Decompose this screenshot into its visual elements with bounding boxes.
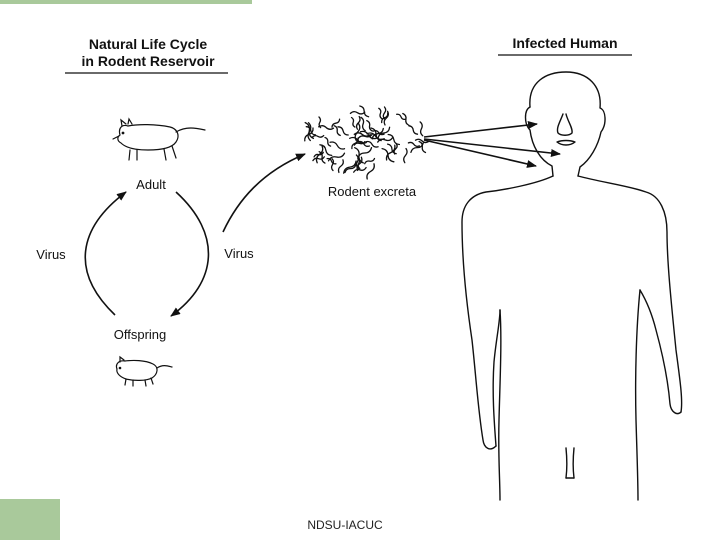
- excreta-particle: [312, 136, 323, 138]
- arrow-excreta-to-face: [424, 139, 560, 154]
- label-adult: Adult: [136, 177, 166, 192]
- excreta-particle: [360, 106, 369, 117]
- excreta-particle: [404, 149, 407, 163]
- adult-rat-icon: [113, 119, 205, 160]
- label-virus-right: Virus: [224, 246, 254, 261]
- arrow-offspring-to-adult: [85, 192, 126, 315]
- excreta-particles-icon: [305, 106, 429, 179]
- excreta-particle: [367, 164, 374, 179]
- human-figure-icon: [462, 72, 682, 500]
- excreta-particle: [420, 122, 423, 136]
- footer-label: NDSU-IACUC: [0, 518, 690, 532]
- right-heading: Infected Human: [512, 35, 617, 51]
- excreta-particle: [397, 114, 406, 119]
- excreta-particle: [379, 108, 382, 118]
- arrow-adult-to-offspring: [171, 192, 208, 316]
- excreta-particle: [338, 160, 343, 173]
- arrow-excreta-to-mouth: [424, 140, 536, 166]
- excreta-particle: [365, 159, 375, 164]
- label-offspring: Offspring: [114, 327, 167, 342]
- left-heading-line2: in Rodent Reservoir: [81, 53, 215, 69]
- young-rat-icon: [116, 357, 172, 386]
- excreta-particle: [408, 142, 419, 146]
- excreta-particle: [361, 117, 365, 130]
- excreta-particle: [350, 112, 364, 114]
- excreta-particle: [409, 126, 418, 134]
- excreta-particle: [378, 138, 393, 142]
- excreta-particle: [338, 127, 348, 135]
- left-heading-line1: Natural Life Cycle: [89, 36, 207, 52]
- arrow-excreta-to-nose: [424, 124, 537, 137]
- label-rodent-excreta: Rodent excreta: [328, 184, 417, 199]
- excreta-particle: [330, 142, 344, 149]
- label-virus-left: Virus: [36, 247, 66, 262]
- excreta-particle: [352, 118, 355, 128]
- excreta-particle: [358, 148, 372, 159]
- arrow-adult-to-excreta: [223, 154, 305, 232]
- excreta-particle: [367, 121, 373, 131]
